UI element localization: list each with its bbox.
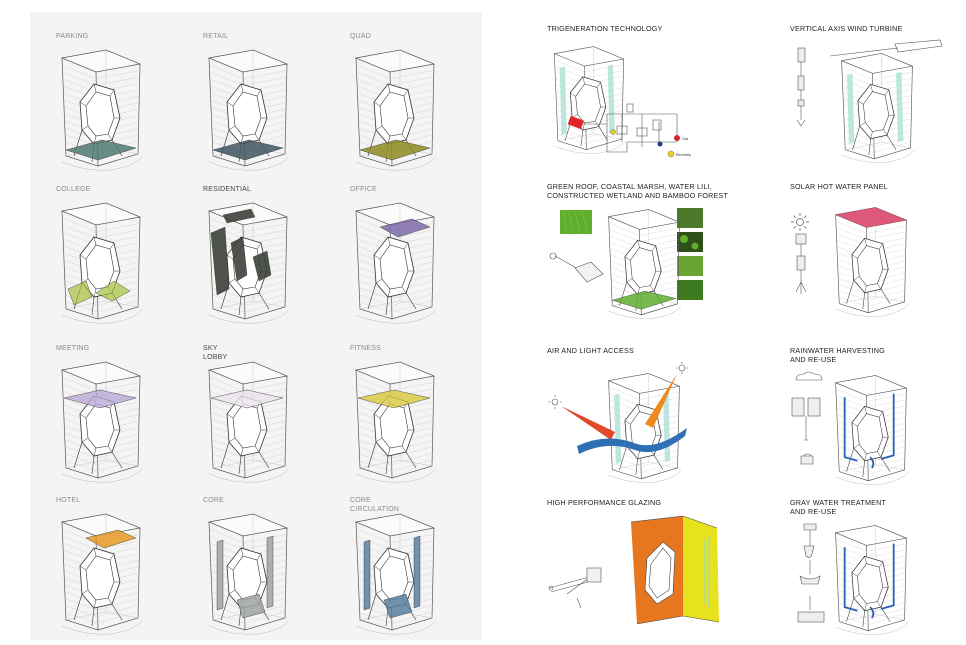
glazing-icon	[548, 567, 602, 609]
gray-water-icon	[797, 523, 825, 623]
wind-turbine-icon	[796, 39, 943, 127]
diagram-label: HOTEL	[56, 497, 81, 504]
tower-axonometric-icon	[207, 49, 290, 171]
diagram-label: RETAIL	[203, 33, 229, 40]
tower-axonometric-icon	[840, 53, 915, 163]
trigen-gas-label: Gas	[682, 137, 689, 141]
tower-axonometric-icon	[834, 375, 909, 485]
diagram-label: COLLEGE	[56, 186, 91, 193]
diagram-label: CORE CIRCULATION	[350, 497, 400, 513]
diagram-label: SKY LOBBY	[203, 345, 228, 361]
diagram-label: OFFICE	[350, 186, 377, 193]
tower-axonometric-icon	[553, 46, 626, 154]
diagram-label: AIR AND LIGHT ACCESS	[547, 346, 634, 355]
diagram-solar: SOLAR HOT WATER PANEL	[790, 182, 960, 332]
glazing-tower-icon	[630, 515, 720, 625]
trigen-electricity-label: Electricity	[676, 153, 691, 157]
diagram-label: QUAD	[350, 33, 372, 40]
diagram-green-roof: GREEN ROOF, COASTAL MARSH, WATER LILI, C…	[547, 182, 747, 332]
diagram-label: GREEN ROOF, COASTAL MARSH, WATER LILI, C…	[547, 182, 729, 200]
tower-axonometric-icon	[834, 207, 909, 317]
tower-axonometric-icon	[60, 361, 143, 483]
diagram-label: VERTICAL AXIS WIND TURBINE	[790, 24, 903, 33]
air-light-arrows	[548, 362, 688, 454]
tower-axonometric-icon	[354, 49, 437, 171]
diagram-label: TRIGENERATION TECHNOLOGY	[547, 24, 663, 33]
diagram-gray-water: GRAY WATER TREATMENT AND RE-USE	[790, 498, 960, 638]
diagram-label: HIGH PERFORMANCE GLAZING	[547, 498, 662, 507]
sun-icon	[548, 362, 688, 409]
trigeneration-icon: Gas Electricity	[567, 103, 691, 158]
program-diagrams-panel: PARKING RETAIL QUAD COLLEGE RESIDENTIAL …	[30, 12, 482, 640]
tower-axonometric-icon	[834, 525, 909, 635]
tower-axonometric-icon	[354, 202, 437, 324]
diagram-air-light: AIR AND LIGHT ACCESS	[547, 346, 747, 486]
diagram-label: GRAY WATER TREATMENT AND RE-USE	[790, 498, 887, 516]
diagram-wind-turbine: VERTICAL AXIS WIND TURBINE	[790, 24, 960, 164]
diagram-label: CORE	[203, 497, 225, 504]
diagram-label: MEETING	[56, 345, 90, 352]
solar-panel-icon	[795, 233, 807, 294]
tower-axonometric-icon	[60, 49, 143, 171]
diagram-trigeneration: TRIGENERATION TECHNOLOGY Gas Electricity	[547, 24, 747, 164]
tower-axonometric-icon	[207, 361, 290, 483]
diagram-label: PARKING	[56, 33, 89, 40]
diagram-label: RESIDENTIAL	[203, 186, 252, 193]
diagram-glazing: HIGH PERFORMANCE GLAZING	[547, 498, 747, 638]
sun-icon	[791, 213, 809, 231]
tower-axonometric-icon	[60, 513, 143, 635]
sustainability-diagrams-panel: TRIGENERATION TECHNOLOGY Gas Electricity…	[520, 0, 966, 645]
green-roof-icon	[549, 208, 703, 300]
tower-axonometric-icon	[354, 513, 437, 635]
tower-axonometric-icon	[60, 202, 143, 324]
diagram-label: FITNESS	[350, 345, 381, 352]
diagram-label: SOLAR HOT WATER PANEL	[790, 182, 888, 191]
diagram-label: RAINWATER HARVESTING AND RE-USE	[790, 346, 885, 364]
diagram-rainwater: RAINWATER HARVESTING AND RE-USE	[790, 346, 960, 486]
rain-tank-icon	[791, 371, 823, 465]
tower-axonometric-icon	[607, 209, 682, 319]
tower-axonometric-icon	[354, 361, 437, 483]
tower-axonometric-icon	[207, 513, 290, 635]
tower-axonometric-icon	[207, 202, 290, 324]
